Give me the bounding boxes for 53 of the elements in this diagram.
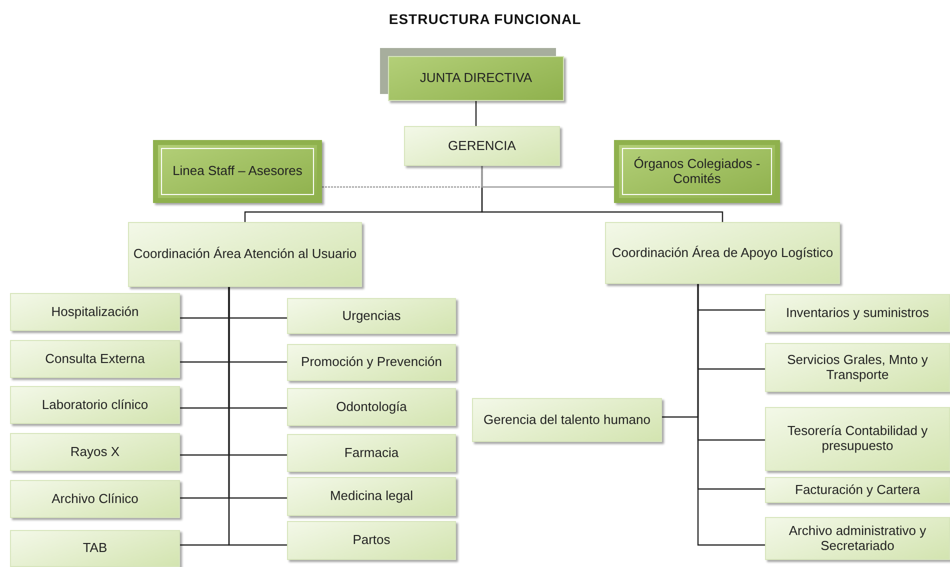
org-box: [765, 294, 950, 332]
box-label: Tesorería Contabilidad y presupuesto: [786, 424, 929, 454]
org-box: [10, 433, 180, 471]
org-box: [10, 386, 180, 424]
box-label: Hospitalización: [51, 304, 139, 320]
box-label: Medicina legal: [330, 489, 414, 504]
diagram-title: ESTRUCTURA FUNCIONAL: [388, 11, 582, 27]
org-box: [10, 340, 180, 378]
box-label: GERENCIA: [448, 138, 516, 154]
org-box: [605, 222, 840, 284]
box-label: Rayos X: [70, 444, 120, 460]
box-label: JUNTA DIRECTIVA: [420, 71, 532, 86]
box-label: Odontología: [336, 400, 407, 414]
org-box: [287, 298, 456, 334]
org-box: [472, 398, 662, 442]
org-box: [10, 480, 180, 518]
box-label: Promoción y Prevención: [301, 355, 442, 370]
box-label: Farmacia: [344, 446, 399, 460]
org-box: [765, 477, 950, 503]
box-label: Consulta Externa: [45, 352, 145, 366]
box-label: Linea Staff – Asesores: [172, 164, 302, 179]
org-box: [765, 517, 950, 560]
org-box: [287, 521, 456, 560]
org-box: [287, 434, 456, 472]
box-label: Archivo administrativo y Secretariado: [788, 524, 928, 554]
box-label: Partos: [352, 533, 390, 548]
box-label: Archivo Clínico: [52, 492, 138, 506]
org-box: [287, 477, 456, 516]
org-box: [10, 530, 180, 567]
box-label: Facturación y Cartera: [795, 482, 920, 498]
org-box: [287, 344, 456, 381]
box-label: Servicios Grales, Mnto y Transporte: [786, 352, 929, 382]
org-box: [388, 56, 564, 101]
box-label: Urgencias: [342, 308, 401, 324]
org-box: [287, 388, 456, 426]
org-box: [153, 140, 322, 203]
box-label: Órganos Colegiados - Comités: [632, 156, 762, 186]
connector-line: [475, 101, 477, 126]
box-label: Inventarios y suministros: [786, 306, 930, 320]
box-label: Coordinación Área de Apoyo Logístico: [612, 246, 834, 260]
box-label: Laboratorio clínico: [42, 398, 148, 412]
connector-line: [697, 284, 765, 546]
connector-line: [228, 287, 287, 546]
org-box: [614, 140, 780, 203]
org-box: [128, 222, 362, 287]
box-label: Coordinación Área Atención al Usuario: [133, 247, 357, 262]
org-box: [10, 293, 180, 331]
org-box: [404, 126, 560, 166]
org-box: [765, 407, 950, 471]
box-label: TAB: [82, 541, 108, 556]
org-box: [765, 343, 950, 392]
connector-line: [481, 166, 614, 188]
box-label: Gerencia del talento humano: [484, 412, 650, 428]
